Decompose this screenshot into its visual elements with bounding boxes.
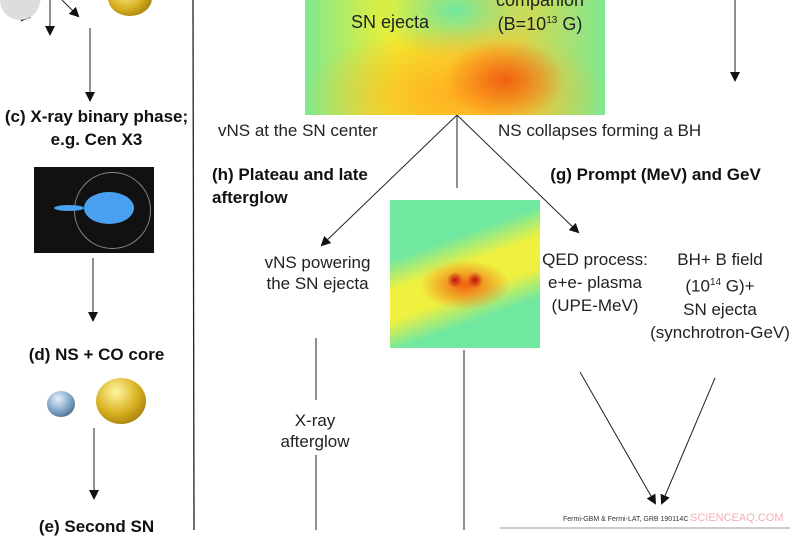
arrow — [579, 371, 656, 505]
vns-powering-label: vNS powering the SN ejecta — [264, 253, 371, 293]
phase-c-title: (c) X-ray binary phase; e.g. Cen X3 — [4, 107, 189, 149]
divider-line — [192, 0, 195, 530]
co-core-sphere — [96, 378, 146, 424]
ns-collapse-label: NS collapses forming a BH — [498, 121, 702, 140]
arrow — [456, 114, 580, 234]
co-core-sphere — [108, 0, 152, 16]
qed-process-label: QED process: e+e- plasma (UPE-MeV) — [542, 250, 648, 315]
phase-d-title: (d) NS + CO core — [28, 345, 165, 364]
sn-ejecta-simulation-image: SN ejecta companion (B=1013 G) — [305, 0, 605, 115]
watermark: SCIENCEAQ.COM — [690, 512, 784, 524]
phase-e-title: (e) Second SN — [38, 517, 155, 536]
arrow — [61, 0, 80, 18]
companion-label: companion — [495, 0, 585, 10]
bh-field-label: BH+ B field (1014 G)+ SN ejecta (synchro… — [650, 250, 790, 342]
sn-ejecta-label: SN ejecta — [350, 12, 430, 32]
arrow — [320, 114, 458, 247]
field-label: (B=1013 G) — [497, 14, 583, 34]
arrow — [660, 377, 716, 505]
neutron-star-sphere — [47, 391, 75, 417]
accretion-simulation-image — [390, 200, 540, 348]
chart-title: Fermi-GBM & Fermi-LAT, GRB 190114C — [563, 516, 689, 523]
phase-g-title: (g) Prompt (MeV) and GeV — [550, 165, 761, 184]
xray-afterglow-label: X-ray afterglow — [280, 411, 350, 451]
exploding-star-icon — [0, 0, 40, 20]
x-ray-binary-image — [34, 167, 154, 253]
phase-h-title: (h) Plateau and late afterglow — [212, 165, 368, 207]
vns-center-label: vNS at the SN center — [218, 121, 378, 140]
